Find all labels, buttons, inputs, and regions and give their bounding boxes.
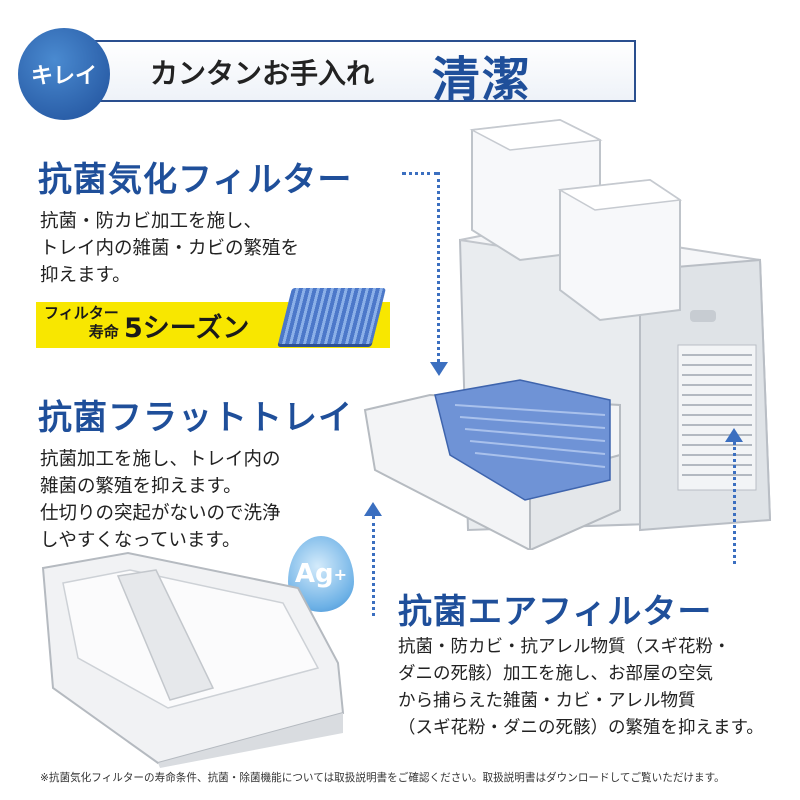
air-filter-heading: 抗菌エアフィルター [398, 592, 713, 632]
humidifier-filter [434, 379, 611, 501]
filter-heading: 抗菌気化フィルター [38, 160, 353, 200]
arrow-down-icon [430, 362, 448, 376]
filter-life-value: 5シーズン [124, 313, 250, 344]
footnote: ※抗菌気化フィルターの寿命条件、抗菌・除菌機能については取扱説明書をご確認くださ… [40, 772, 725, 784]
filter-thumbnail [278, 288, 386, 344]
air-filter-grille [677, 344, 757, 491]
tray-heading: 抗菌フラットトレイ [38, 398, 353, 438]
arrow-filter-horizontal [402, 172, 438, 175]
arrow-up-icon [364, 502, 382, 516]
water-tank-right [557, 178, 683, 322]
arrow-air-vertical [733, 442, 736, 564]
tray-description: 抗菌加工を施し、トレイ内の 雑菌の繁殖を抑えます。 仕切りの突起がないので洗浄 … [40, 449, 281, 551]
header-title: 清潔 [432, 52, 533, 108]
air-filter-description: 抗菌・防カビ・抗アレル物質（スギ花粉・ ダニの死骸）加工を施し、お部屋の空気 か… [398, 637, 764, 738]
arrow-up-icon [725, 428, 743, 442]
header-subtitle: カンタンお手入れ [150, 57, 375, 90]
kirei-badge: キレイ [18, 28, 110, 120]
arrow-tray-vertical [372, 516, 375, 616]
filter-description: 抗菌・防カビ加工を施し、 トレイ内の雑菌・カビの繁殖を 抑えます。 [40, 211, 300, 286]
tray-illustration [41, 551, 345, 768]
filter-life-label: フィルター 寿命 [44, 304, 119, 341]
humidifier-illustration [363, 118, 772, 550]
arrow-filter-vertical [437, 172, 440, 362]
header-banner [40, 40, 636, 102]
